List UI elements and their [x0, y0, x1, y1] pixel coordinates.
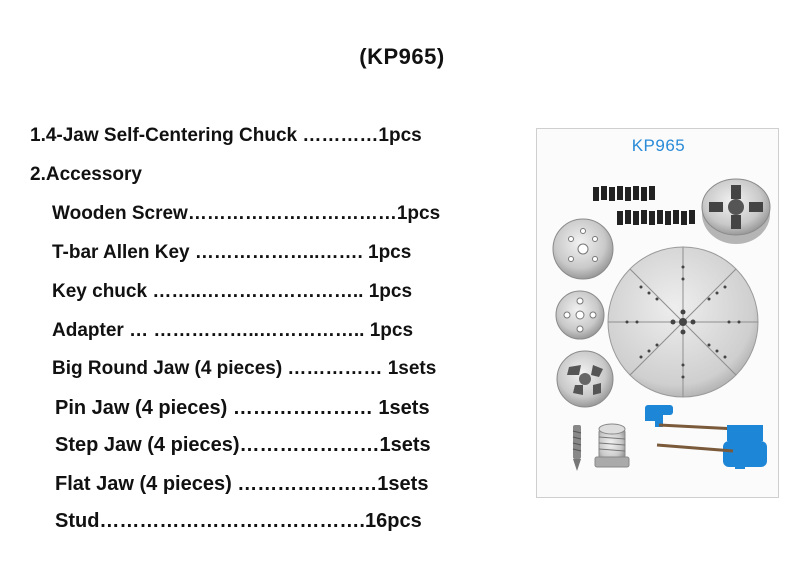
adapter-icon — [594, 423, 630, 468]
studs-icon — [593, 186, 695, 225]
product-photo: KP965 — [536, 128, 779, 498]
item-big-round-jaw: Big Round Jaw (4 pieces) …………… 1sets — [52, 358, 437, 379]
big-round-jaw-icon — [607, 246, 759, 398]
t-bar-allen-key-icon — [645, 405, 767, 469]
jaw-plate-icon — [552, 218, 614, 280]
item-accessory-heading: 2.Accessory — [30, 164, 142, 185]
item-t-bar-allen-key: T-bar Allen Key ………………..……. 1pcs — [52, 242, 412, 263]
item-key-chuck: Key chuck ……..…………………….. 1pcs — [52, 281, 413, 302]
item-adapter: Adapter … ……………..…………….. 1pcs — [52, 320, 414, 341]
wooden-screw-icon — [572, 425, 582, 471]
product-illustration — [552, 178, 771, 471]
item-flat-jaw: Flat Jaw (4 pieces) …………………1sets — [55, 473, 429, 495]
item-step-jaw: Step Jaw (4 pieces)…………………1sets — [55, 434, 431, 456]
item-chuck: 1.4-Jaw Self-Centering Chuck …………1pcs — [30, 125, 422, 146]
page-title: (KP965) — [359, 44, 445, 69]
item-stud: Stud………………………………….16pcs — [55, 510, 422, 532]
item-pin-jaw: Pin Jaw (4 pieces) ………………… 1sets — [55, 397, 430, 419]
chuck-icon — [701, 178, 771, 244]
item-wooden-screw: Wooden Screw……………………………1pcs — [52, 203, 441, 224]
step-jaw-icon — [556, 350, 614, 408]
pin-jaw-plate-icon — [555, 290, 605, 340]
product-photo-label: KP965 — [631, 136, 686, 155]
